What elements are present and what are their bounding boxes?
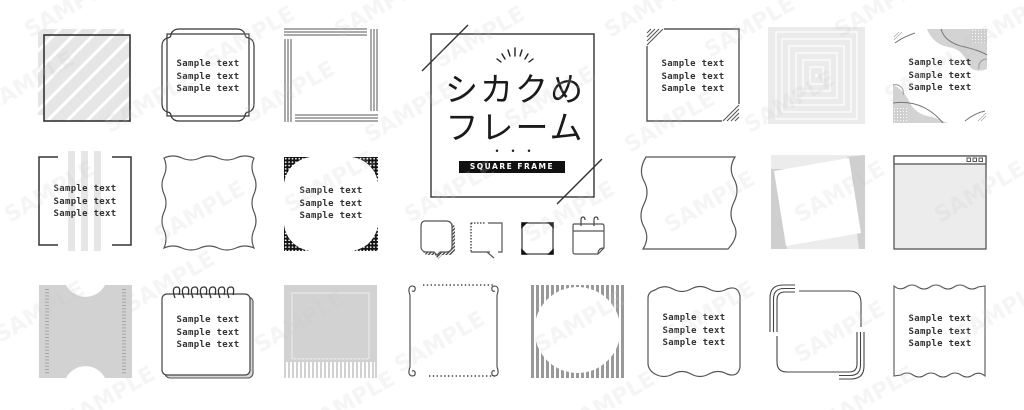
bracket-stripes-graphic — [38, 151, 132, 251]
sample-text-block: Sample text Sample text Sample text — [892, 313, 988, 351]
frame-corner-hatch: Sample text Sample text Sample text — [646, 28, 740, 122]
frame-triple-line — [284, 28, 378, 122]
wavy-sides-graphic — [640, 156, 738, 250]
sample-text-line: Sample text — [176, 59, 240, 69]
spiral-notebook-graphic — [161, 286, 254, 379]
corner-hatch-frame-graphic — [646, 28, 740, 122]
sample-text-block: Sample text Sample text Sample text — [284, 185, 378, 223]
frame-stripe-circle — [531, 285, 624, 378]
mini-icon-corner-square — [521, 222, 555, 256]
title-line-1: シカクめ — [445, 70, 585, 109]
frame-wavy-sides — [640, 155, 738, 251]
sample-text-line: Sample text — [908, 70, 972, 81]
window-button-icon — [972, 157, 977, 162]
frame-concentric-squares — [768, 27, 865, 124]
sample-text-line: Sample text — [908, 83, 972, 93]
window-button-icon — [978, 157, 983, 162]
sample-text-line: Sample text — [176, 315, 240, 325]
frame-scroll-dotted — [405, 283, 501, 379]
frame-tilted-paper — [771, 155, 865, 249]
sample-text-block: Sample text Sample text Sample text — [161, 58, 255, 96]
spiral-rings-icon — [172, 286, 235, 299]
wavy-top-bottom-graphic — [893, 284, 986, 378]
frame-organic-shapes: Sample text Sample text Sample text — [892, 28, 988, 124]
corner-square-icon — [521, 222, 554, 255]
concentric-squares-graphic — [768, 27, 865, 124]
sample-text-line: Sample text — [908, 314, 972, 324]
cloud-edge-graphic — [647, 285, 741, 378]
diagonal-stripe-frame-graphic — [38, 29, 131, 122]
frame-cloud-edge: Sample text Sample text Sample text — [647, 284, 741, 379]
sample-text-line: Sample text — [53, 209, 117, 219]
mini-icon-speech-bubble-hatched — [420, 220, 458, 259]
stripe-circle-graphic — [531, 285, 624, 378]
ticket-graphic — [39, 285, 132, 378]
sample-text-line: Sample text — [176, 84, 240, 94]
sample-text-line: Sample text — [908, 58, 972, 68]
frame-polka-dot-corners: Sample text Sample text Sample text — [284, 157, 378, 251]
rounded-triple-line-graphic — [769, 284, 865, 380]
sample-text-line: Sample text — [908, 339, 972, 349]
triple-line-frame-graphic — [284, 28, 378, 122]
sample-text-line: Sample text — [299, 186, 363, 196]
frame-wavy-all-sides — [160, 154, 257, 251]
notched-corner-frame-graphic — [161, 28, 255, 122]
frame-wavy-top-bottom: Sample text Sample text Sample text — [892, 284, 988, 380]
sample-text-line: Sample text — [53, 196, 117, 207]
speech-bubble-hatched-icon — [420, 220, 455, 259]
sample-text-line: Sample text — [176, 327, 240, 338]
browser-window-graphic — [893, 155, 987, 250]
sample-text-line: Sample text — [662, 325, 726, 336]
speech-bubble-dotted-icon — [470, 222, 503, 259]
frame-rounded-triple-line — [769, 284, 865, 380]
frame-bracket-stripes: Sample text Sample text Sample text — [38, 151, 132, 251]
title-frame: シカクめ フレーム ・・・ — [420, 22, 610, 207]
sample-text-line: Sample text — [299, 211, 363, 221]
scroll-dotted-graphic — [408, 284, 499, 377]
frame-notched-corner: Sample text Sample text Sample text — [161, 28, 255, 122]
organic-shapes-graphic — [892, 28, 988, 124]
window-button-icon — [966, 157, 971, 162]
mini-icon-speech-bubble-dotted — [470, 222, 506, 262]
frame-spiral-notebook: Sample text Sample text Sample text — [160, 283, 256, 381]
scroll-ornament-icon — [408, 285, 499, 377]
polka-dot-corners-graphic — [284, 157, 378, 251]
sample-text-block: Sample text Sample text Sample text — [893, 57, 987, 95]
calendar-page-icon — [572, 216, 605, 255]
sample-text-block: Sample text Sample text Sample text — [647, 312, 741, 350]
sparkle-icon — [496, 47, 534, 63]
sample-text-line: Sample text — [299, 198, 363, 209]
sample-text-line: Sample text — [662, 313, 726, 323]
sample-text-line: Sample text — [53, 184, 117, 194]
sample-text-block: Sample text Sample text Sample text — [160, 314, 256, 352]
sample-text-line: Sample text — [661, 71, 725, 82]
sample-text-block: Sample text Sample text Sample text — [646, 58, 740, 96]
sample-text-line: Sample text — [662, 338, 726, 348]
frame-diagonal-stripe — [38, 29, 132, 123]
sample-text-line: Sample text — [176, 71, 240, 82]
wavy-all-sides-graphic — [161, 155, 257, 251]
frame-ticket — [39, 285, 132, 378]
sample-text-line: Sample text — [176, 340, 240, 350]
square-frame-set-badge: SQUARE FRAME SET — [459, 161, 565, 183]
title-frame-graphic — [421, 24, 603, 205]
sample-text-line: Sample text — [908, 326, 972, 337]
sample-text-line: Sample text — [661, 84, 725, 94]
title-line-2: フレーム — [445, 108, 585, 147]
sample-text-line: Sample text — [661, 59, 725, 69]
fringe-graphic — [284, 285, 377, 378]
frame-browser-window — [893, 155, 987, 250]
tilted-paper-graphic — [771, 155, 865, 249]
sample-text-block: Sample text Sample text Sample text — [38, 183, 132, 221]
mini-icon-calendar-page — [571, 214, 607, 256]
frame-fringe — [284, 285, 377, 378]
title-dots: ・・・ — [490, 144, 539, 158]
